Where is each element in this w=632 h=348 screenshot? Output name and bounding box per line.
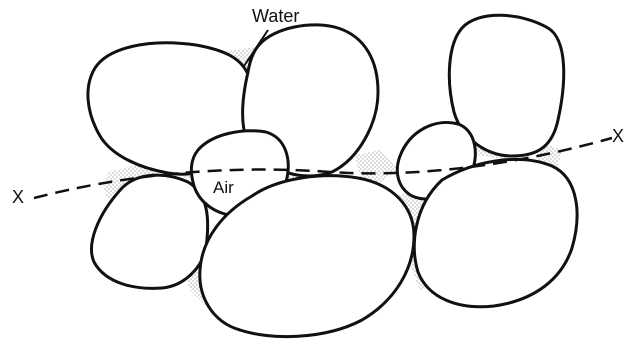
grain-top-right — [447, 13, 566, 158]
right-x-label: X — [612, 126, 624, 146]
water-film-center-right — [355, 150, 398, 185]
grain-bottom-center — [198, 174, 416, 339]
water-leader-line — [243, 29, 269, 67]
grain-bottom-right — [412, 157, 579, 309]
left-x-label: X — [12, 187, 24, 207]
grain-left — [90, 173, 210, 290]
water-label: Water — [252, 6, 299, 26]
air-label: Air — [213, 178, 234, 197]
cross-section-line — [33, 136, 613, 200]
soil-grains — [86, 13, 579, 339]
